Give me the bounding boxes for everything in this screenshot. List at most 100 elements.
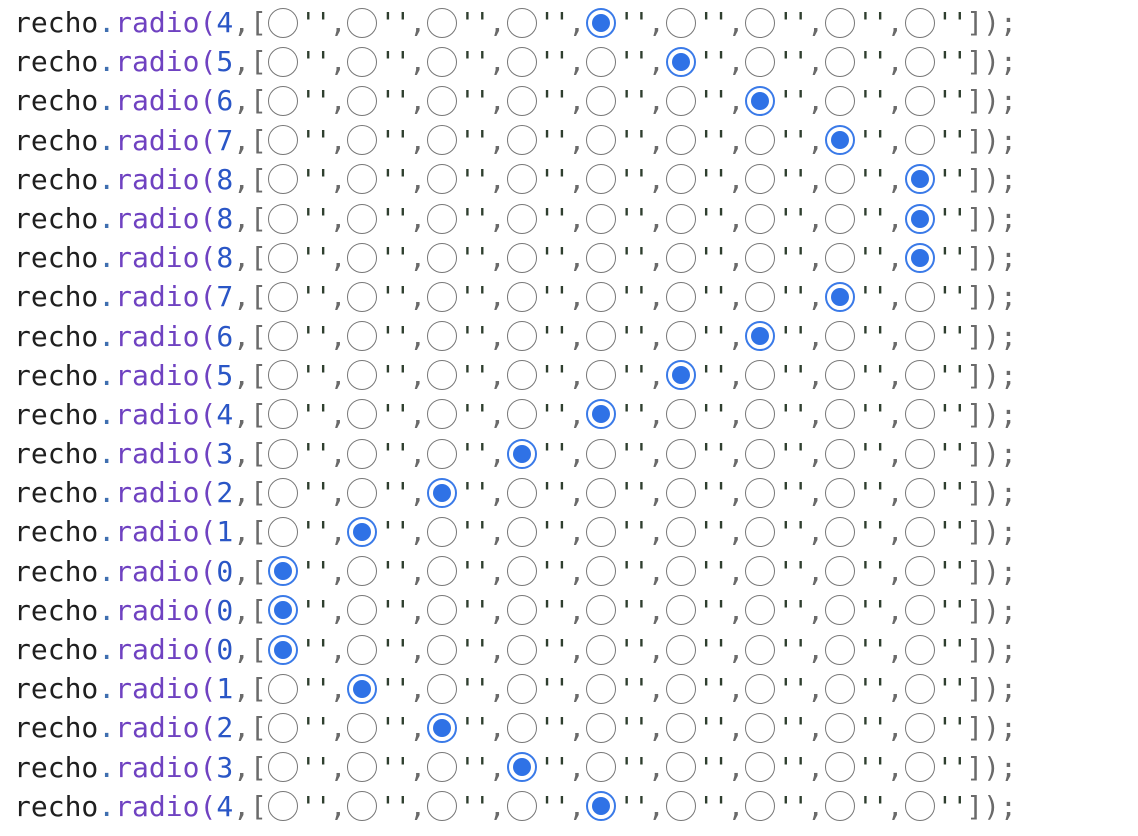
radio-option-4[interactable]: [586, 242, 617, 273]
radio-option-1[interactable]: [347, 595, 378, 626]
radio-option-7[interactable]: [824, 164, 855, 195]
radio-option-3[interactable]: [506, 321, 537, 352]
radio-option-0[interactable]: [267, 164, 298, 195]
radio-option-3[interactable]: [506, 556, 537, 587]
radio-option-4[interactable]: [586, 85, 617, 116]
radio-option-3[interactable]: [506, 125, 537, 156]
radio-option-5[interactable]: [665, 125, 696, 156]
radio-option-6[interactable]: [745, 673, 776, 704]
radio-option-6[interactable]: [745, 164, 776, 195]
radio-option-7[interactable]: [824, 556, 855, 587]
radio-option-6[interactable]: [745, 281, 776, 312]
radio-option-7[interactable]: [824, 46, 855, 77]
radio-option-5[interactable]: [665, 477, 696, 508]
radio-option-5[interactable]: [665, 242, 696, 273]
radio-option-4[interactable]: [586, 673, 617, 704]
radio-option-2[interactable]: [427, 125, 458, 156]
radio-option-6[interactable]: [745, 556, 776, 587]
radio-option-1[interactable]: [347, 46, 378, 77]
radio-option-8[interactable]: [904, 281, 935, 312]
radio-option-0[interactable]: [267, 517, 298, 548]
radio-option-8[interactable]: [904, 712, 935, 743]
radio-option-5[interactable]: [665, 517, 696, 548]
radio-option-5[interactable]: [665, 399, 696, 430]
radio-option-4[interactable]: [586, 517, 617, 548]
radio-option-3[interactable]: [506, 281, 537, 312]
radio-option-5[interactable]: [665, 712, 696, 743]
radio-option-1[interactable]: [347, 673, 378, 704]
radio-option-3[interactable]: [506, 752, 537, 783]
radio-option-0[interactable]: [267, 125, 298, 156]
radio-option-3[interactable]: [506, 399, 537, 430]
radio-option-7[interactable]: [824, 399, 855, 430]
radio-option-1[interactable]: [347, 125, 378, 156]
radio-option-4[interactable]: [586, 438, 617, 469]
radio-option-7[interactable]: [824, 634, 855, 665]
radio-option-7[interactable]: [824, 712, 855, 743]
radio-option-1[interactable]: [347, 164, 378, 195]
radio-option-3[interactable]: [506, 85, 537, 116]
radio-option-6[interactable]: [745, 321, 776, 352]
radio-option-2[interactable]: [427, 360, 458, 391]
radio-option-7[interactable]: [824, 438, 855, 469]
radio-option-6[interactable]: [745, 477, 776, 508]
radio-option-7[interactable]: [824, 7, 855, 38]
radio-option-4[interactable]: [586, 634, 617, 665]
radio-option-3[interactable]: [506, 7, 537, 38]
radio-option-4[interactable]: [586, 360, 617, 391]
radio-option-1[interactable]: [347, 242, 378, 273]
radio-option-2[interactable]: [427, 321, 458, 352]
radio-option-5[interactable]: [665, 673, 696, 704]
radio-option-8[interactable]: [904, 791, 935, 822]
radio-option-1[interactable]: [347, 791, 378, 822]
radio-option-2[interactable]: [427, 438, 458, 469]
radio-option-3[interactable]: [506, 634, 537, 665]
radio-option-0[interactable]: [267, 360, 298, 391]
radio-option-2[interactable]: [427, 85, 458, 116]
radio-option-1[interactable]: [347, 203, 378, 234]
radio-option-2[interactable]: [427, 595, 458, 626]
radio-option-1[interactable]: [347, 438, 378, 469]
radio-option-6[interactable]: [745, 46, 776, 77]
radio-option-5[interactable]: [665, 752, 696, 783]
radio-option-2[interactable]: [427, 634, 458, 665]
radio-option-8[interactable]: [904, 477, 935, 508]
radio-option-7[interactable]: [824, 752, 855, 783]
radio-option-8[interactable]: [904, 164, 935, 195]
radio-option-1[interactable]: [347, 360, 378, 391]
radio-option-3[interactable]: [506, 203, 537, 234]
radio-option-2[interactable]: [427, 517, 458, 548]
radio-option-2[interactable]: [427, 164, 458, 195]
radio-option-3[interactable]: [506, 360, 537, 391]
radio-option-8[interactable]: [904, 556, 935, 587]
radio-option-1[interactable]: [347, 321, 378, 352]
radio-option-8[interactable]: [904, 634, 935, 665]
radio-option-8[interactable]: [904, 242, 935, 273]
radio-option-0[interactable]: [267, 712, 298, 743]
radio-option-5[interactable]: [665, 203, 696, 234]
radio-option-0[interactable]: [267, 791, 298, 822]
radio-option-2[interactable]: [427, 556, 458, 587]
radio-option-7[interactable]: [824, 360, 855, 391]
radio-option-0[interactable]: [267, 242, 298, 273]
radio-option-0[interactable]: [267, 46, 298, 77]
radio-option-7[interactable]: [824, 281, 855, 312]
radio-option-2[interactable]: [427, 7, 458, 38]
radio-option-3[interactable]: [506, 242, 537, 273]
radio-option-3[interactable]: [506, 673, 537, 704]
radio-option-6[interactable]: [745, 7, 776, 38]
radio-option-8[interactable]: [904, 360, 935, 391]
radio-option-8[interactable]: [904, 752, 935, 783]
radio-option-2[interactable]: [427, 281, 458, 312]
radio-option-4[interactable]: [586, 595, 617, 626]
radio-option-6[interactable]: [745, 634, 776, 665]
radio-option-6[interactable]: [745, 517, 776, 548]
radio-option-6[interactable]: [745, 712, 776, 743]
radio-option-5[interactable]: [665, 634, 696, 665]
radio-option-4[interactable]: [586, 477, 617, 508]
radio-option-4[interactable]: [586, 321, 617, 352]
radio-option-4[interactable]: [586, 125, 617, 156]
radio-option-1[interactable]: [347, 712, 378, 743]
radio-option-1[interactable]: [347, 399, 378, 430]
radio-option-4[interactable]: [586, 281, 617, 312]
